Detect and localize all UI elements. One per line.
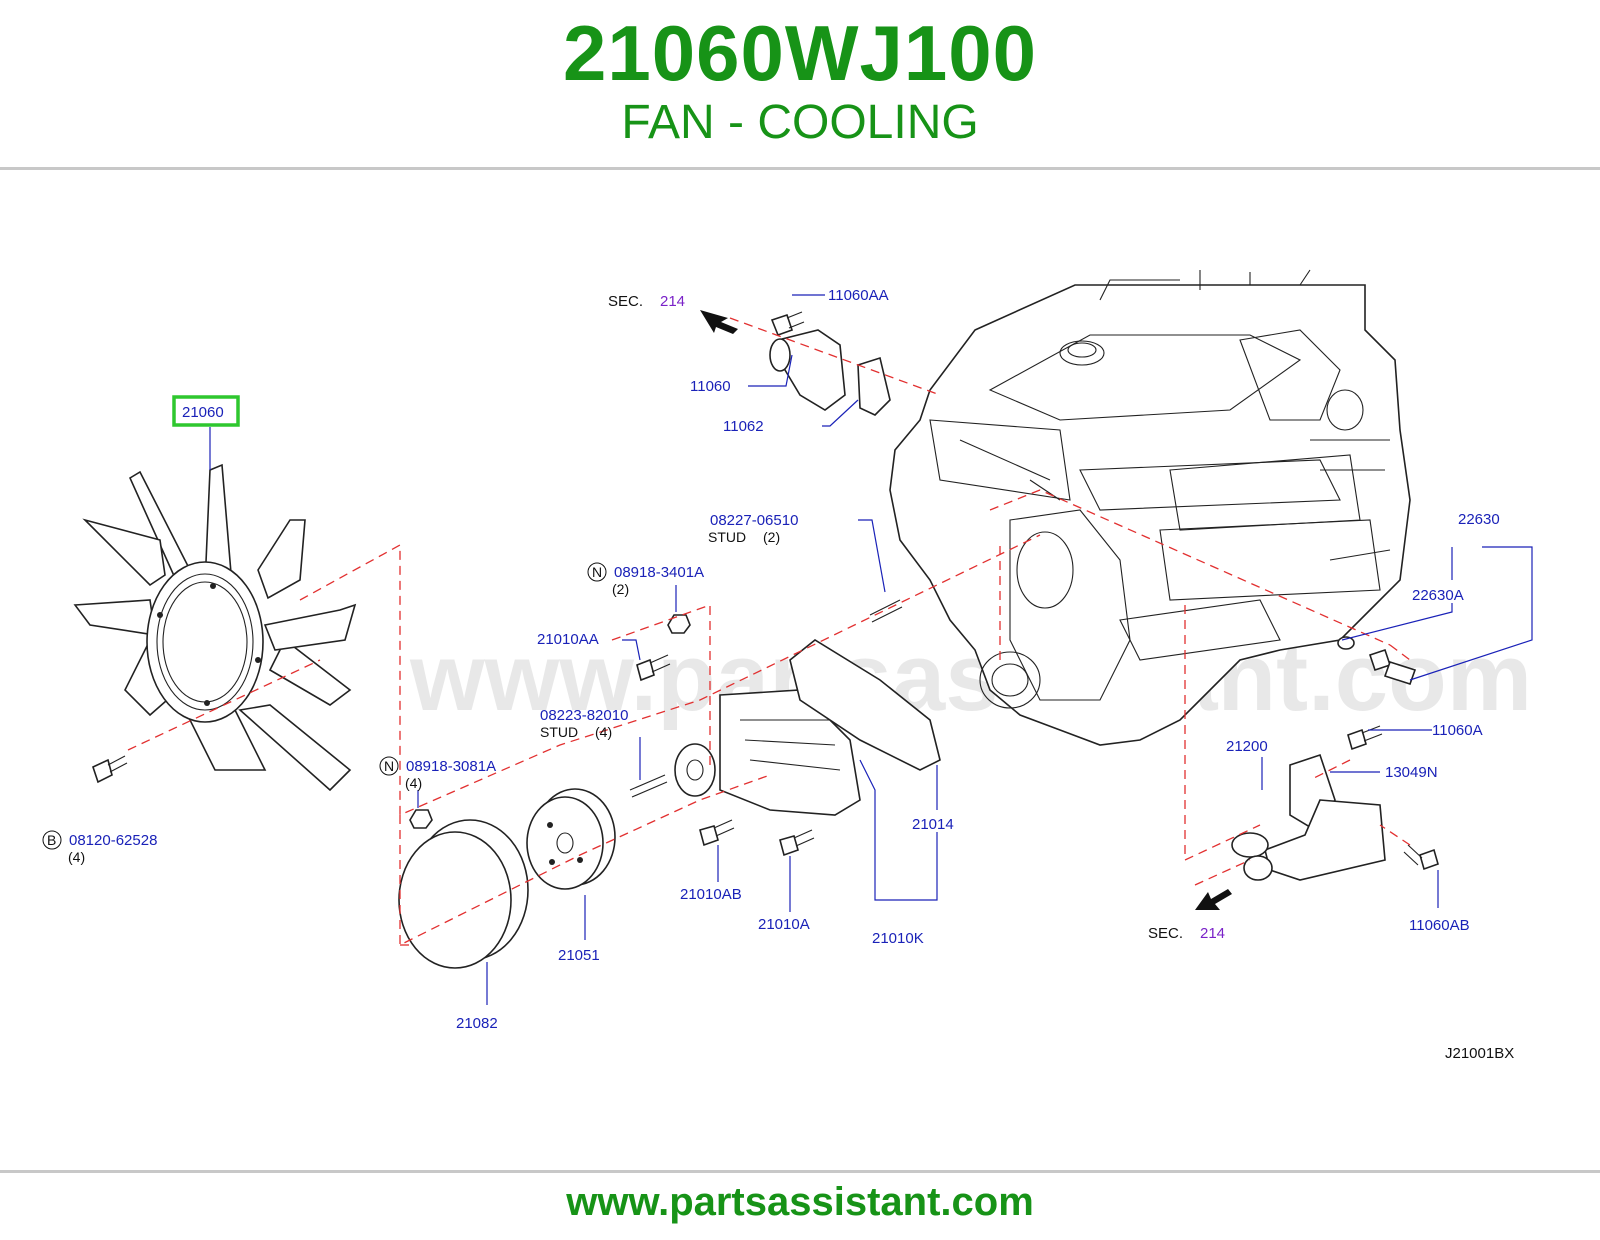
water-pump-gasket-illustration (789, 639, 941, 771)
callout-08120-62528[interactable]: 08120-62528 (69, 832, 157, 849)
n-symbol-letter: N (592, 564, 602, 580)
thermostat-housing-illustration (1231, 725, 1439, 881)
callout-11060AB[interactable]: 11060AB (1409, 917, 1470, 934)
b-symbol-icon (42, 830, 62, 850)
callout-21060[interactable]: 21060 (182, 404, 224, 421)
callout-08120-62528-qty: (4) (68, 849, 85, 865)
assembly-centerlines (127, 317, 1411, 947)
sec-number-bottom[interactable]: 214 (1200, 925, 1225, 942)
diagram-code: J21001BX (1445, 1045, 1514, 1062)
callout-21014[interactable]: 21014 (912, 816, 954, 833)
callout-21082[interactable]: 21082 (456, 1015, 498, 1032)
callout-21010AA[interactable]: 21010AA (537, 631, 599, 648)
sec-arrow-bottom-icon (1195, 889, 1232, 910)
header-divider (0, 167, 1600, 170)
callout-21051[interactable]: 21051 (558, 947, 600, 964)
n-symbol-icon (587, 562, 607, 582)
parts-diagram-svg: www.partsassistant.com (42, 269, 1533, 1062)
callout-22630[interactable]: 22630 (1458, 511, 1500, 528)
water-pump-illustration (674, 689, 861, 816)
callout-21010A[interactable]: 21010A (758, 916, 810, 933)
callout-08227-qty: (2) (763, 529, 780, 545)
callout-11060A[interactable]: 11060A (1432, 722, 1483, 739)
leader-lines (209, 294, 1533, 1005)
sec-arrow-top-icon (700, 310, 738, 334)
callout-13049N[interactable]: 13049N (1385, 764, 1438, 781)
engine-block-illustration (889, 269, 1411, 746)
callout-21200[interactable]: 21200 (1226, 738, 1268, 755)
fan-bolt-illustration (92, 755, 128, 784)
callout-22630A[interactable]: 22630A (1412, 587, 1464, 604)
sec-prefix-bottom: SEC. (1148, 925, 1183, 942)
callout-08223-82010[interactable]: 08223-82010 (540, 707, 628, 724)
pulley-illustration (526, 788, 616, 890)
callout-08918-3081A-qty: (4) (405, 775, 422, 791)
water-outlet-illustration (769, 311, 891, 416)
callout-08918-3081A[interactable]: 08918-3081A (406, 758, 496, 775)
part-name-subtitle: FAN - COOLING (621, 96, 979, 149)
studs-and-nuts-illustration (409, 599, 903, 857)
sec-prefix-top: SEC. (608, 293, 643, 310)
fan-clutch-illustration (398, 819, 529, 969)
footer-site-link[interactable]: www.partsassistant.com (566, 1180, 1034, 1224)
n-symbol-icon (379, 756, 399, 776)
callout-11062[interactable]: 11062 (723, 418, 764, 435)
n-symbol-letter: N (384, 758, 394, 774)
callout-08227-note: STUD (708, 529, 746, 545)
page-header: 21060WJ100 FAN - COOLING (0, 0, 1600, 170)
callout-21010K[interactable]: 21010K (872, 930, 924, 947)
callout-08918-3401A[interactable]: 08918-3401A (614, 564, 704, 581)
callout-08918-3401A-qty: (2) (612, 581, 629, 597)
callout-21010AB[interactable]: 21010AB (680, 886, 742, 903)
footer-divider (0, 1170, 1600, 1173)
parts-diagram: www.partsassistant.com (0, 170, 1600, 1170)
callout-08223-qty: (4) (595, 724, 612, 740)
callout-11060[interactable]: 11060 (690, 378, 731, 395)
cooling-fan-illustration (73, 463, 357, 792)
highlight-box (172, 395, 240, 427)
callout-08223-note: STUD (540, 724, 578, 740)
callout-11060AA[interactable]: 11060AA (828, 287, 889, 304)
b-symbol-letter: B (47, 832, 56, 848)
sec-number-top[interactable]: 214 (660, 293, 685, 310)
part-number-title: 21060WJ100 (562, 9, 1038, 97)
callout-08227-06510[interactable]: 08227-06510 (710, 512, 798, 529)
